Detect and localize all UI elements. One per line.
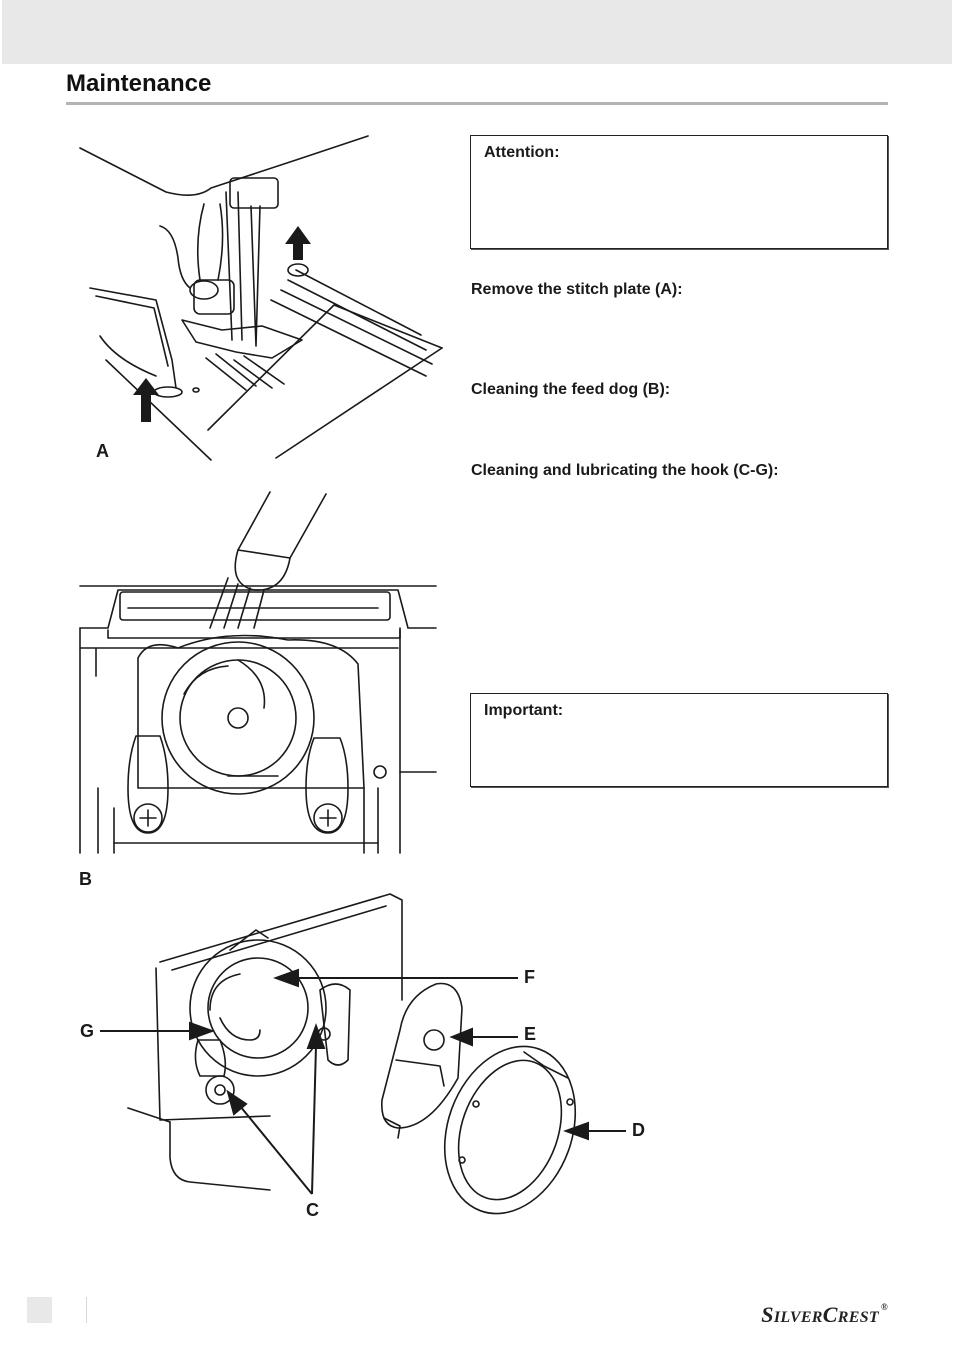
figure-a-stitch-plate-illustration [79,135,443,461]
figure-label-d: D [632,1120,645,1140]
section-heading-hook: Cleaning and lubricating the hook (C-G): [471,462,779,479]
figure-label-b: B [79,869,92,889]
section-heading-stitch-plate: Remove the stitch plate (A): [471,281,683,298]
figure-label-f: F [524,967,535,987]
figure-label-e: E [524,1024,537,1044]
page-title: Maintenance [66,70,212,97]
brand-logo: SILVERCREST® [761,1302,888,1327]
figure-b-feed-dog-cleaning-illustration [79,491,437,854]
footer-divider [86,1297,87,1323]
attention-label: Attention: [484,144,560,161]
attention-box: Attention: [470,135,888,249]
section-heading-feed-dog: Cleaning the feed dog (B): [471,381,671,398]
figure-label-c: C [306,1200,319,1220]
figure-cg-hook-assembly-illustration [100,893,626,1215]
important-box: Important: [470,693,888,787]
figure-label-a: A [96,441,109,461]
title-divider [66,102,888,105]
header-band [2,0,952,64]
figure-label-g: G [80,1021,95,1041]
important-label: Important: [484,702,564,719]
page-number-box [27,1297,52,1323]
